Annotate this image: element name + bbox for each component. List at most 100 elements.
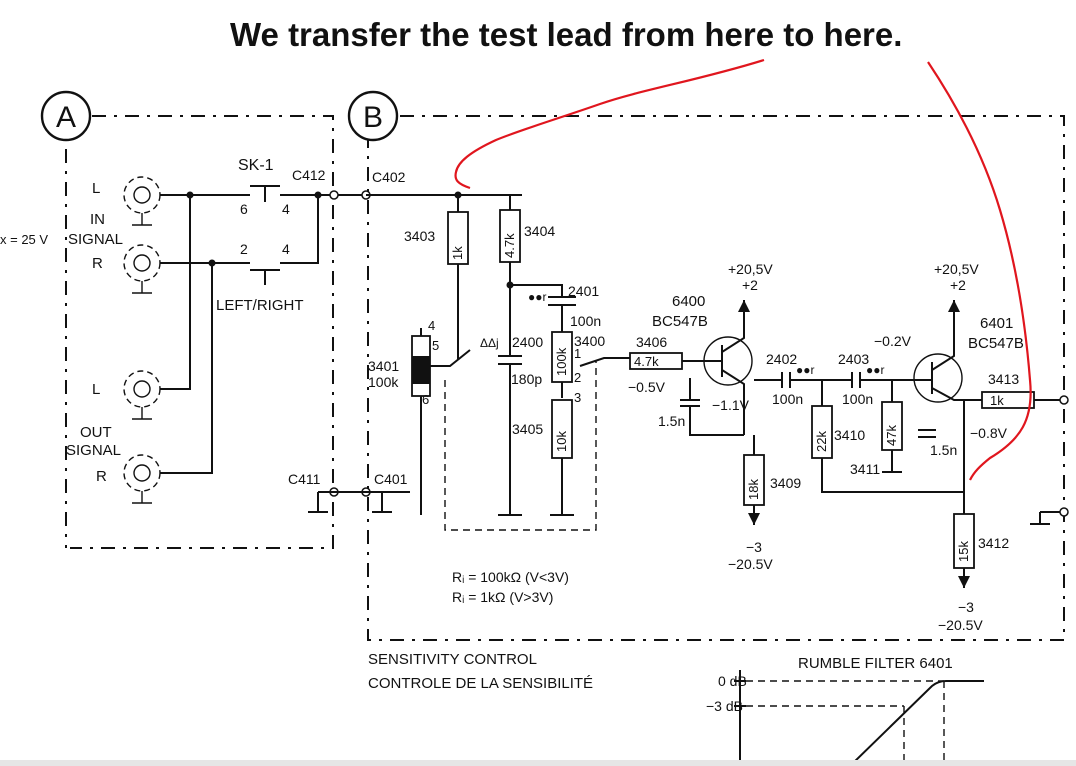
response-guides [746,680,945,766]
r3410-value: 22k [814,431,829,452]
c2401-ref: 2401 [568,283,599,299]
switch-sk1 [160,185,280,285]
c2403-value: 100n [842,391,873,407]
connector-c411: C411 [288,471,321,487]
sensitivity-fr: CONTROLE DE LA SENSIBILITÉ [368,675,593,692]
db3-label: −3 dB [706,698,743,714]
ground-connectors [308,491,410,513]
v1-sub: +2 [742,277,758,293]
bottom-strip [0,760,1076,766]
switch-pin-4a: 4 [282,201,290,217]
c2401-mark: ●●r [528,290,547,304]
block-a-border [70,115,334,549]
sw-pin3: 3 [574,390,581,405]
c2402-ref: 2402 [766,351,797,367]
v-m11: −1.1V [712,397,750,413]
c2400-mark: ΔΔj [480,336,499,350]
transistor-6401 [913,353,963,403]
output-taps [160,195,213,474]
connector-c412: C412 [292,167,326,183]
c2401-value: 100n [570,313,601,329]
switch-mode-label: LEFT/RIGHT [216,297,304,314]
v2-sub: +2 [950,277,966,293]
jack-out-r [123,454,161,504]
svg-text:B: B [363,101,383,134]
r3406-value: 4.7k [634,354,659,369]
label-signal-out: SIGNAL [66,442,121,459]
resistor-3410 [811,405,833,459]
response-curve [849,680,984,766]
v-m02: −0.2V [874,333,912,349]
switch-pin-6: 6 [240,201,248,217]
transistor-6400 [703,336,753,386]
r3410-ref: 3410 [834,427,865,443]
r3405-value: 10k [554,431,569,452]
db0-label: 0 dB [718,673,747,689]
switch-pin-2: 2 [240,241,248,257]
r3404-ref: 3404 [524,223,555,239]
gang-link [444,360,597,531]
connector-c401: C401 [374,471,408,487]
label-signal-in: SIGNAL [68,231,123,248]
resistor-3400 [551,331,573,383]
t2-type: BC547B [968,335,1024,352]
r3400-value: 100k [554,347,569,376]
r3411-ref: 3411 [850,461,880,477]
switch-pin-4b: 4 [282,241,290,257]
ri-high-note: Rᵢ = 1kΩ (V>3V) [452,589,553,605]
v-m08: −0.8V [970,425,1008,441]
resistor-3409 [743,454,765,506]
block-b-border [367,115,1065,641]
jack-in-r [123,244,161,294]
r3409-value: 18k [746,479,761,500]
neg2-a: −3 [958,599,974,615]
c2403-ref: 2403 [838,351,869,367]
rumble-filter-title: RUMBLE FILTER 6401 [798,655,953,672]
r3409-ref: 3409 [770,475,801,491]
r3413-value: 1k [990,393,1004,408]
cap-a-value: 1.5n [658,413,685,429]
neg1-a: −3 [746,539,762,555]
r3403-ref: 3403 [404,228,435,244]
pot-3401-ref: 3401 [368,358,399,374]
jack-out-l [123,370,161,420]
resistor-3405 [551,399,573,459]
sensitivity-en: SENSITIVITY CONTROL [368,651,537,668]
resistor-3404 [499,209,521,263]
r3405-ref: 3405 [512,421,543,437]
cap-b-value: 1.5n [930,442,957,458]
resistor-3412 [953,513,975,569]
sw-pin1: 1 [574,346,581,361]
resistor-3411 [881,401,903,451]
v1-supply: +20,5V [728,261,773,277]
neg1-b: −20.5V [728,556,773,572]
c2402-mark: ●●r [796,363,815,377]
response-axis [734,670,746,766]
annotation-arrow-from [454,58,765,190]
v-m05: −0.5V [628,379,666,395]
label-r-in: R [92,255,103,272]
v2-supply: +20,5V [934,261,979,277]
switch-sk1-label: SK-1 [238,157,274,174]
pot-pin4: 4 [428,318,435,333]
r3404-value: 4.7k [502,233,517,258]
t2-ref: 6401 [980,315,1013,332]
pot-pin6: 6 [422,392,429,407]
pot-wiper [420,328,471,515]
annotation-arrow-to [927,61,1032,481]
neg2-b: −20.5V [938,617,983,633]
jack-in-l [123,176,161,226]
resistor-3413 [981,391,1035,409]
capacitor-2400 [498,285,522,516]
connector-c402: C402 [372,169,406,185]
c2402-value: 100n [772,391,803,407]
label-r-out: R [96,468,107,485]
ri-low-note: Rᵢ = 100kΩ (V<3V) [452,569,569,585]
label-l-in: L [92,180,100,197]
label-in: IN [90,211,105,228]
r3412-ref: 3412 [978,535,1009,551]
label-l-out: L [92,381,100,398]
pot-3401-value: 100k [368,374,399,390]
